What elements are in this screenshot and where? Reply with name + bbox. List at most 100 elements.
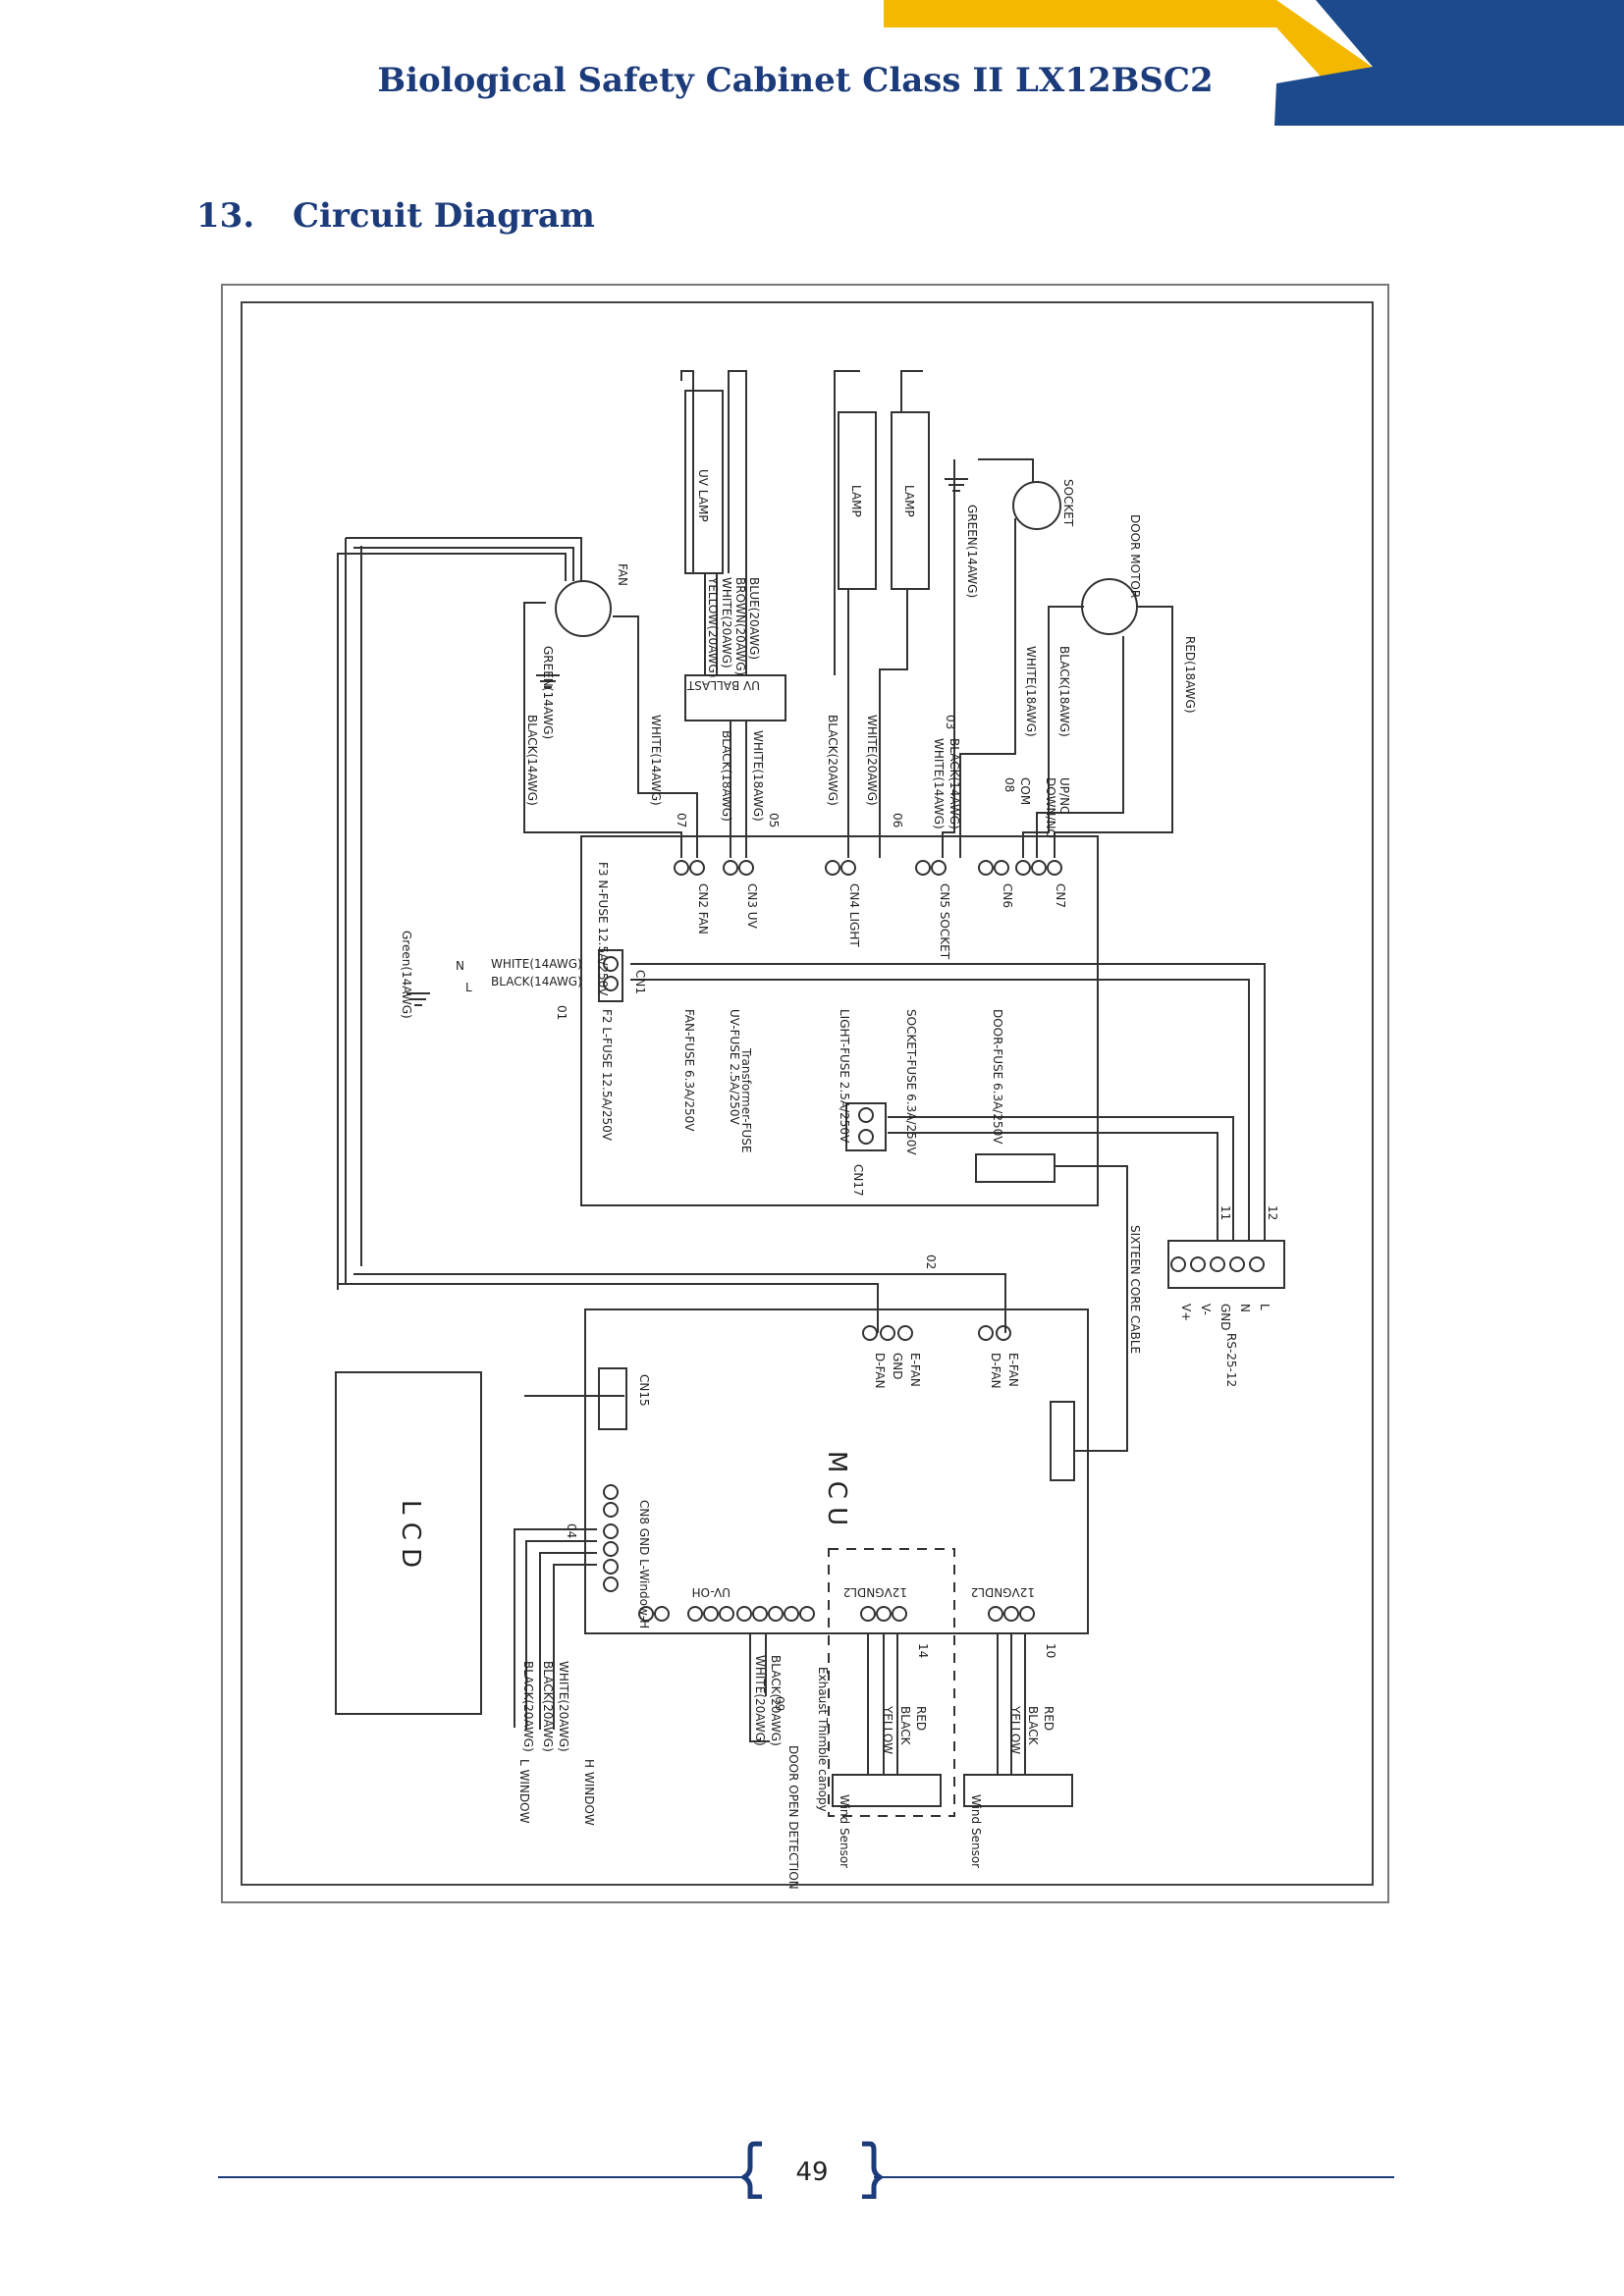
cn-socket-label: CN5 SOCKET [938, 883, 951, 960]
lamp-1 [838, 411, 877, 590]
cn1-block [598, 949, 623, 1002]
cable-box [1050, 1401, 1075, 1481]
fan-label: FAN [616, 563, 629, 586]
door-motor-label: DOOR MOTOR [1128, 514, 1142, 598]
node-04: 04 [565, 1523, 578, 1538]
ps-terminal-l: L [1258, 1304, 1272, 1310]
transformer-fuse-label: Transformer-FUSE [739, 1047, 753, 1152]
door-up-label: UP/NC [1057, 777, 1071, 814]
uv-lamp-label: UV LAMP [696, 469, 710, 522]
wire-blue: BLUE(20AWG) [747, 577, 761, 660]
node-08: 08 [1002, 777, 1016, 792]
cn17-label: CN17 [851, 1164, 865, 1197]
footer-rule [218, 2141, 1394, 2199]
node-12: 12 [1266, 1205, 1279, 1220]
page-number: 49 [795, 2158, 829, 2187]
mains-n: N [456, 959, 464, 973]
node-09: 09 [773, 1696, 786, 1711]
ps-model: RS-25-12 [1224, 1333, 1238, 1387]
door-black: BLACK(20AWG) [769, 1655, 783, 1746]
cn15-box [598, 1367, 627, 1430]
ps-terminal-vplus: V+ [1179, 1304, 1193, 1321]
wind-sensor-box-2 [963, 1774, 1073, 1807]
wire-black-20: BLACK(20AWG) [826, 715, 839, 806]
window-black-2: BLACK(20AWG) [521, 1661, 535, 1752]
lcd-panel [335, 1371, 482, 1715]
door-white: WHITE(20AWG) [753, 1655, 767, 1746]
sensor-1-black: BLACK [898, 1706, 912, 1746]
window-white: WHITE(20AWG) [557, 1661, 570, 1752]
fuse-light: LIGHT-FUSE 2.5A/250V [838, 1009, 851, 1144]
header-yellow-stripe [884, 0, 1375, 98]
fuse-door: DOOR-FUSE 6.3A/250V [991, 1009, 1004, 1145]
mcu-d-fan: D-FAN [873, 1353, 887, 1389]
wind-sensor-1-label: Wind Sensor [838, 1794, 851, 1868]
ps-terminal-gnd: GND [1218, 1304, 1232, 1331]
wind-sensor-2-label: Wind Sensor [969, 1794, 983, 1868]
mcu-d-fan-2: D-FAN [989, 1353, 1002, 1389]
window-black-1: BLACK(20AWG) [541, 1661, 555, 1752]
exhaust-box [828, 1548, 955, 1817]
sensor-2-black: BLACK [1026, 1706, 1040, 1746]
cn6-label: CN6 [1001, 883, 1014, 908]
diagram-inner-frame [241, 301, 1374, 1886]
mcu-12v-2: 12VGNDL2 [971, 1585, 1035, 1599]
header-blue-block [1274, 0, 1624, 126]
fuse-f3: F3 N-FUSE 12.5A/250V [596, 862, 610, 996]
fuse-socket: SOCKET-FUSE 6.3A/250V [904, 1009, 918, 1155]
wire-white-door: WHITE(18AWG) [1024, 646, 1038, 737]
cn15-label: CN15 [637, 1374, 651, 1407]
lamp-1-label: LAMP [849, 485, 863, 517]
cn-uv-label: CN3 UV [745, 883, 759, 930]
sensor-2-red: RED [1042, 1706, 1056, 1731]
door-down-label: DOWN/NO [1044, 777, 1057, 838]
sensor-1-yellow: YELLOW [881, 1705, 894, 1754]
node-01: 01 [555, 1005, 568, 1020]
uv-ballast-label: UV BALLAST [686, 678, 760, 692]
circuit-diagram: UV LAMP LAMP LAMP UV BALLAST FAN SOCKET … [221, 284, 1389, 1903]
power-terminal-block [1167, 1240, 1285, 1289]
wire-yellow: YELLOW(20AWG) [706, 576, 720, 678]
wire-white-18: WHITE(18AWG) [751, 730, 765, 822]
mcu-12v-1: 12VGNDL2 [843, 1585, 907, 1599]
wire-red-door: RED(18AWG) [1183, 636, 1197, 714]
wire-green-socket: GREEN(14AWG) [965, 505, 979, 598]
fuse-f2: F2 L-FUSE 12.5A/250V [600, 1009, 614, 1142]
transformer-box [975, 1153, 1056, 1183]
mcu-e-fan: E-FAN [908, 1353, 922, 1387]
cn-light-label: CN4 LIGHT [847, 883, 861, 947]
h-window-label: H WINDOW [582, 1759, 596, 1826]
mcu-uv-oh: UV-OH [692, 1585, 731, 1599]
wire-green-fan: GREEN(14AWG) [541, 646, 555, 739]
socket-label: SOCKET [1061, 479, 1075, 527]
node-05: 05 [767, 813, 781, 828]
wire-black-door: BLACK(18AWG) [1057, 646, 1071, 737]
cn17-box [845, 1102, 887, 1151]
sensor-2-yellow: YELLOW [1008, 1705, 1022, 1754]
uv-ballast [684, 674, 786, 721]
wind-sensor-box-1 [832, 1774, 942, 1807]
node-06: 06 [891, 813, 904, 828]
section-heading: 13. Circuit Diagram [196, 196, 595, 236]
socket-symbol [1012, 481, 1061, 530]
mains-black: BLACK(14AWG) [491, 975, 582, 988]
fuse-fan: FAN-FUSE 6.3A/250V [682, 1009, 696, 1132]
node-02: 02 [924, 1255, 938, 1269]
section-title: Circuit Diagram [293, 196, 595, 236]
header-decoration [884, 0, 1624, 126]
mains-green: Green(14AWG) [400, 931, 413, 1019]
lamp-2 [891, 411, 930, 590]
mcu-gnd: GND [891, 1353, 904, 1380]
sensor-1-red: RED [914, 1706, 928, 1731]
l-window-label: L WINDOW [517, 1759, 531, 1824]
document-title: Biological Safety Cabinet Class II LX12B… [377, 61, 1214, 100]
section-number: 13. [196, 196, 255, 236]
mains-white: WHITE(14AWG) [491, 957, 582, 971]
lamp-2-label: LAMP [902, 485, 916, 517]
wire-black-socket: BLACK(14AWG) [947, 738, 961, 829]
exhaust-label: Exhaust Thimble canopy [816, 1667, 830, 1812]
cable-label: SIXTEEN CORE CABLE [1128, 1225, 1142, 1354]
wire-black-fan: BLACK(14AWG) [525, 715, 539, 806]
power-board [580, 835, 1099, 1206]
ps-terminal-vminus: V- [1199, 1304, 1213, 1315]
